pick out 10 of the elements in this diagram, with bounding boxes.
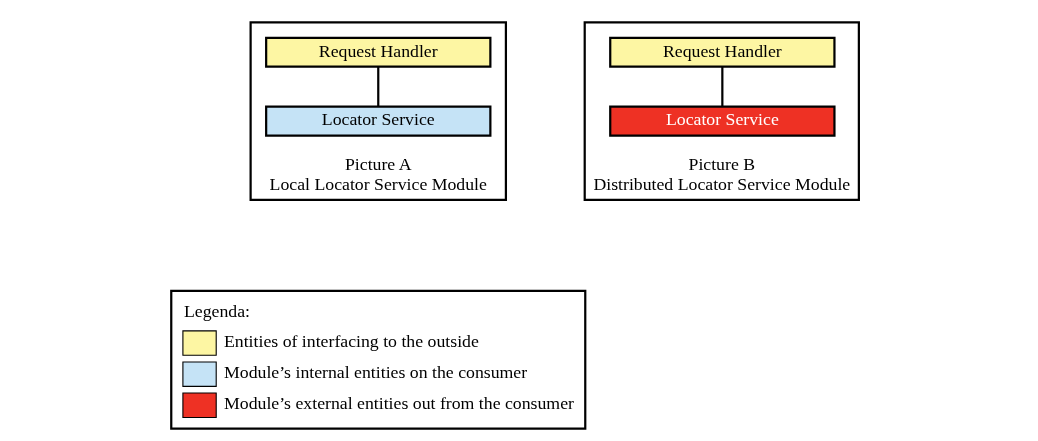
label: Legenda: (183, 300, 250, 321)
node-box: Request Handler (608, 36, 836, 68)
connector (720, 66, 723, 107)
connector (376, 66, 379, 107)
node-box: Locator Service (264, 105, 491, 137)
legend-label: Module’s external entities out from the consumer (223, 392, 574, 413)
legend-label: Entities of interfacing to the outside (223, 330, 479, 351)
legend-label: Module’s internal entities on the consumer (223, 361, 527, 382)
node-box: Request Handler (264, 36, 491, 68)
node-box: Locator Service (608, 105, 836, 137)
